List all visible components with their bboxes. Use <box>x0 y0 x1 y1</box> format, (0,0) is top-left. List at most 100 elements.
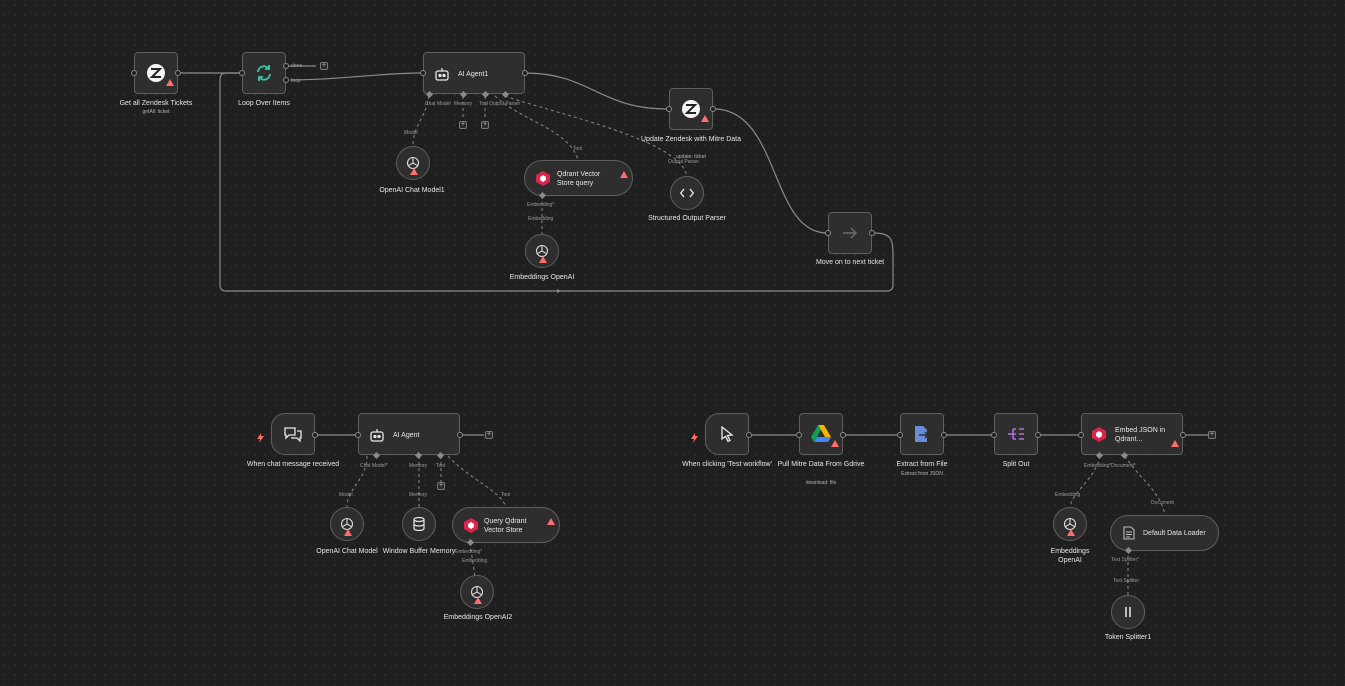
default-data-loader-title: Default Data Loader <box>1143 530 1206 537</box>
extract-from-file-label: Extract from File <box>896 461 948 468</box>
output-port[interactable] <box>1035 432 1041 438</box>
embed-json-qdrant-node[interactable]: Embed JSON in Qdrant... <box>1081 413 1183 455</box>
window-buffer-memory-label: Window Buffer Memory <box>382 548 456 555</box>
add-node-button[interactable]: + <box>320 62 328 70</box>
zendesk-get-label: Get all Zendesk Tickets <box>119 100 193 107</box>
openai-icon <box>1062 516 1078 532</box>
warning-icon <box>1067 523 1075 541</box>
output-port[interactable] <box>457 432 463 438</box>
warning-icon <box>539 250 547 268</box>
window-buffer-memory-node[interactable] <box>402 507 436 541</box>
loop-node[interactable] <box>242 52 286 94</box>
qdrant-icon <box>536 171 550 191</box>
warning-icon <box>701 109 709 127</box>
default-data-loader-node[interactable]: Default Data Loader <box>1110 515 1219 551</box>
embeddings-openai2-label: Embeddings OpenAI2 <box>443 614 513 621</box>
tool-label: Tool <box>479 101 489 107</box>
input-port[interactable] <box>131 70 137 76</box>
model-port-label: Model <box>404 130 418 136</box>
gdrive-sub: download: file <box>805 480 837 486</box>
qdrant-icon <box>1092 427 1106 447</box>
split-out-label: Split Out <box>1002 461 1030 468</box>
embeddings-openai-label: Embeddings OpenAI <box>509 274 575 281</box>
output-port[interactable] <box>840 432 846 438</box>
add-memory-button[interactable]: + <box>459 121 467 129</box>
splitter-icon <box>1124 606 1132 618</box>
output-port[interactable] <box>941 432 947 438</box>
embedding-port-label: Embedding* <box>527 202 555 208</box>
openai-icon <box>469 584 485 600</box>
database-icon <box>413 517 425 531</box>
loop-port[interactable] <box>283 77 289 83</box>
output-port[interactable] <box>522 70 528 76</box>
done-label: done <box>291 63 303 69</box>
warning-icon <box>1171 434 1179 452</box>
done-port[interactable] <box>283 63 289 69</box>
warning-icon <box>831 434 839 452</box>
embedding-port-label: Embedding* <box>1084 463 1112 469</box>
text-splitter-in-label: Text Splitter <box>1113 578 1140 584</box>
input-port[interactable] <box>666 106 672 112</box>
zendesk-update-node[interactable] <box>669 88 713 130</box>
structured-output-parser-node[interactable] <box>670 176 704 210</box>
move-on-node[interactable] <box>828 212 872 254</box>
openai-icon <box>534 243 550 259</box>
token-splitter-node[interactable] <box>1111 595 1145 629</box>
input-port[interactable] <box>825 230 831 236</box>
output-port[interactable] <box>312 432 318 438</box>
embedding-in-label: Embedding <box>1055 492 1081 498</box>
zendesk-icon <box>146 63 166 83</box>
output-port[interactable] <box>710 106 716 112</box>
document-port-label: Document* <box>1111 463 1136 469</box>
openai-chat-model-node[interactable] <box>330 507 364 541</box>
add-node-button[interactable]: + <box>1208 431 1216 439</box>
output-port[interactable] <box>869 230 875 236</box>
loop-label: loop <box>291 78 301 84</box>
zendesk-icon <box>681 99 701 119</box>
input-port[interactable] <box>991 432 997 438</box>
zendesk-update-label: Update Zendesk with Mitre Data <box>641 136 741 143</box>
input-port[interactable] <box>897 432 903 438</box>
chat-model-label: Chat Model <box>425 101 451 107</box>
input-port[interactable] <box>420 70 426 76</box>
token-splitter-label: Token Splitter1 <box>1104 634 1152 641</box>
document-in-label: Document <box>1151 500 1174 506</box>
manual-trigger-node[interactable] <box>705 413 749 455</box>
chat-trigger-node[interactable] <box>271 413 315 455</box>
extract-from-file-node[interactable] <box>900 413 944 455</box>
text-splitter-port-label: Text Splitter* <box>1111 557 1140 563</box>
output-port[interactable] <box>1180 432 1186 438</box>
input-port[interactable] <box>355 432 361 438</box>
output-port[interactable] <box>175 70 181 76</box>
qdrant-icon <box>464 518 478 538</box>
embedding-port-label: Embedding* <box>455 549 483 555</box>
document-icon <box>1123 526 1135 545</box>
extract-icon <box>914 425 930 443</box>
embeddings-openai3-node[interactable] <box>1053 507 1087 541</box>
move-on-label: Move on to next ticket <box>815 259 885 266</box>
query-qdrant-vector-store-node[interactable]: Query Qdrant Vector Store <box>452 507 560 543</box>
input-port[interactable] <box>1078 432 1084 438</box>
add-tool-button[interactable]: + <box>437 482 445 490</box>
output-port[interactable] <box>746 432 752 438</box>
structured-output-parser-label: Structured Output Parser <box>648 215 726 222</box>
zendesk-get-node[interactable] <box>134 52 178 94</box>
add-node-button[interactable]: + <box>485 431 493 439</box>
add-tool-button[interactable]: + <box>481 121 489 129</box>
gdrive-node[interactable] <box>799 413 843 455</box>
input-port[interactable] <box>239 70 245 76</box>
openai-chat-model-label: OpenAI Chat Model <box>316 548 378 555</box>
qdrant-vector-store-query-node[interactable]: Qdrant Vector Store query <box>524 160 633 196</box>
input-port[interactable] <box>796 432 802 438</box>
embedding-in-label: Embedding <box>528 216 554 222</box>
output-parser-port-label: Output Parser <box>668 159 700 165</box>
memory-label: Memory <box>409 463 428 469</box>
memory-port-label: Memory <box>409 492 428 498</box>
embeddings-openai2-node[interactable] <box>460 575 494 609</box>
embeddings-openai-node[interactable] <box>525 234 559 268</box>
ai-agent1-node[interactable]: AI Agent1 <box>423 52 525 94</box>
ai-agent-node[interactable]: AI Agent <box>358 413 460 455</box>
split-out-node[interactable] <box>994 413 1038 455</box>
zendesk-get-sub: getAll: ticket <box>142 109 170 115</box>
openai-chat-model1-node[interactable] <box>396 146 430 180</box>
